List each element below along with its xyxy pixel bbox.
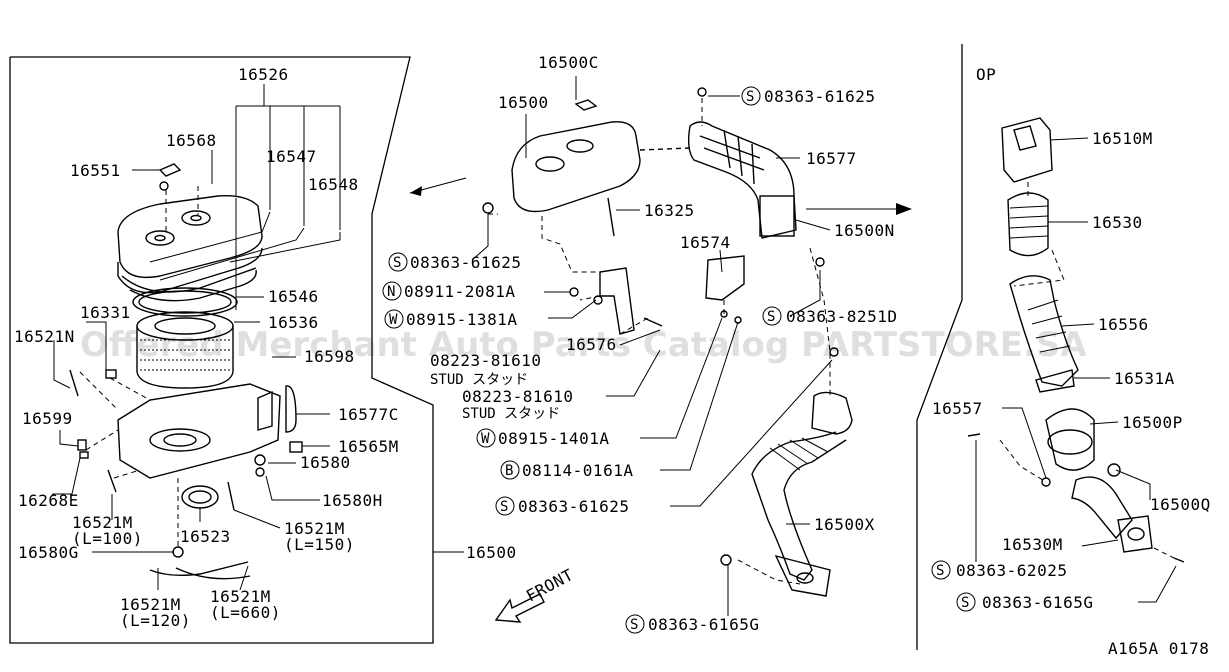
- svg-text:S: S: [961, 595, 969, 611]
- option-leader-lines: [975, 137, 1177, 603]
- option-parts-drawing: [967, 117, 1185, 563]
- resonator-drawing: [482, 87, 707, 237]
- label-16523: 16523: [180, 527, 231, 546]
- left-box-frame: [9, 56, 434, 644]
- label-front: FRONT: [523, 565, 577, 606]
- label-16521m-120-len: (L=120): [120, 611, 191, 630]
- label-s-top: 08363-61625: [764, 87, 875, 106]
- label-16580g: 16580G: [18, 543, 79, 562]
- svg-text:S: S: [500, 499, 508, 515]
- label-16325: 16325: [644, 201, 695, 220]
- label-stud2: 08223-81610: [462, 387, 573, 406]
- label-16574: 16574: [680, 233, 731, 252]
- label-stud1-text: STUD スタッド: [430, 372, 528, 388]
- left-box-labels: 16526 16568 16547 16551 16548 16546 1633…: [14, 65, 517, 630]
- front-arrow: [494, 593, 545, 623]
- label-16598: 16598: [304, 347, 355, 366]
- label-s-6165g: 08363-6165G: [648, 615, 759, 634]
- label-16331: 16331: [80, 303, 131, 322]
- label-16521m-150: 16521M: [284, 519, 345, 538]
- label-16580h: 16580H: [322, 491, 383, 510]
- label-option-mark: OP: [976, 65, 996, 84]
- label-16599: 16599: [22, 409, 73, 428]
- label-16521m-660-len: (L=660): [210, 603, 281, 622]
- watermark-text: Offered Merchant Auto Parts Catalog PART…: [80, 325, 1087, 365]
- label-s-left: 08363-61625: [410, 253, 521, 272]
- label-s-bottom: 08363-61625: [518, 497, 629, 516]
- label-16568: 16568: [166, 131, 217, 150]
- label-16500p: 16500P: [1122, 413, 1183, 432]
- svg-text:S: S: [630, 617, 638, 633]
- svg-text:S: S: [767, 309, 775, 325]
- label-16500n: 16500N: [834, 221, 895, 240]
- label-b-08114: 08114-0161A: [522, 461, 633, 480]
- label-16557: 16557: [932, 399, 983, 418]
- label-16576: 16576: [566, 335, 617, 354]
- label-16530: 16530: [1092, 213, 1143, 232]
- label-16548: 16548: [308, 175, 359, 194]
- seal-ring-drawing: [132, 287, 238, 317]
- svg-text:S: S: [393, 255, 401, 271]
- duct-lower-drawing: [720, 391, 853, 597]
- center-arrow-left: [409, 177, 467, 196]
- label-16565m: 16565M: [338, 437, 399, 456]
- label-16547: 16547: [266, 147, 317, 166]
- label-16268e: 16268E: [18, 491, 79, 510]
- label-16551: 16551: [70, 161, 121, 180]
- option-dashed-guides: [999, 182, 1175, 559]
- label-n-08911: 08911-2081A: [404, 282, 515, 301]
- option-labels: OP 16510M 16530 16556 16531A 16557 16500…: [932, 65, 1211, 658]
- label-16577c: 16577C: [338, 405, 399, 424]
- label-stud2-text: STUD スタッド: [462, 406, 560, 422]
- diagram-code: A165A 0178: [1108, 639, 1209, 658]
- left-dashed-guides: [79, 186, 199, 548]
- label-16510m: 16510M: [1092, 129, 1153, 148]
- filter-element-drawing: [136, 311, 234, 389]
- duct-upper-drawing: [639, 121, 797, 239]
- option-divider: [916, 44, 963, 650]
- label-s-62025: 08363-62025: [956, 561, 1067, 580]
- svg-text:S: S: [936, 563, 944, 579]
- label-16521m-120: 16521M: [120, 595, 181, 614]
- svg-text:N: N: [387, 284, 395, 300]
- label-16580: 16580: [300, 453, 351, 472]
- label-s-08363-8251: 08363-8251D: [786, 307, 897, 326]
- label-16500: 16500: [498, 93, 549, 112]
- label-16556: 16556: [1098, 315, 1149, 334]
- label-16521m-660: 16521M: [210, 587, 271, 606]
- label-w-08915-1381: 08915-1381A: [406, 310, 517, 329]
- air-cleaner-body-drawing: [117, 383, 297, 479]
- label-16577: 16577: [806, 149, 857, 168]
- air-cleaner-cover-drawing: [117, 195, 263, 302]
- label-w-08915-1401: 08915-1401A: [498, 429, 609, 448]
- svg-text:W: W: [481, 431, 490, 447]
- svg-text:W: W: [389, 312, 398, 328]
- label-16531a: 16531A: [1114, 369, 1175, 388]
- center-arrow-right: [806, 203, 912, 215]
- center-leader-lines: [471, 76, 833, 616]
- label-16500x: 16500X: [814, 515, 875, 534]
- label-16526: 16526: [238, 65, 289, 84]
- label-assembly-16500: 16500: [466, 543, 517, 562]
- label-16521m-150-len: (L=150): [284, 535, 355, 554]
- label-16500c: 16500C: [538, 53, 599, 72]
- label-16521m-100-len: (L=100): [72, 529, 143, 548]
- label-16530m: 16530M: [1002, 535, 1063, 554]
- circle-symbols: S S N W S W B S S S S: [382, 86, 976, 634]
- center-dashed-guides: [488, 98, 831, 585]
- label-16521m-100: 16521M: [72, 513, 133, 532]
- label-16536: 16536: [268, 313, 319, 332]
- svg-text:B: B: [505, 463, 513, 479]
- label-stud1: 08223-81610: [430, 351, 541, 370]
- svg-text:S: S: [746, 89, 754, 105]
- label-16500q: 16500Q: [1150, 495, 1211, 514]
- label-16546: 16546: [268, 287, 319, 306]
- center-labels: 16500C 16500 08363-61625 16577 16325 165…: [404, 53, 897, 634]
- left-leader-lines: [52, 84, 464, 591]
- label-16521n: 16521N: [14, 327, 75, 346]
- label-s-6165g-option: 08363-6165G: [982, 593, 1093, 612]
